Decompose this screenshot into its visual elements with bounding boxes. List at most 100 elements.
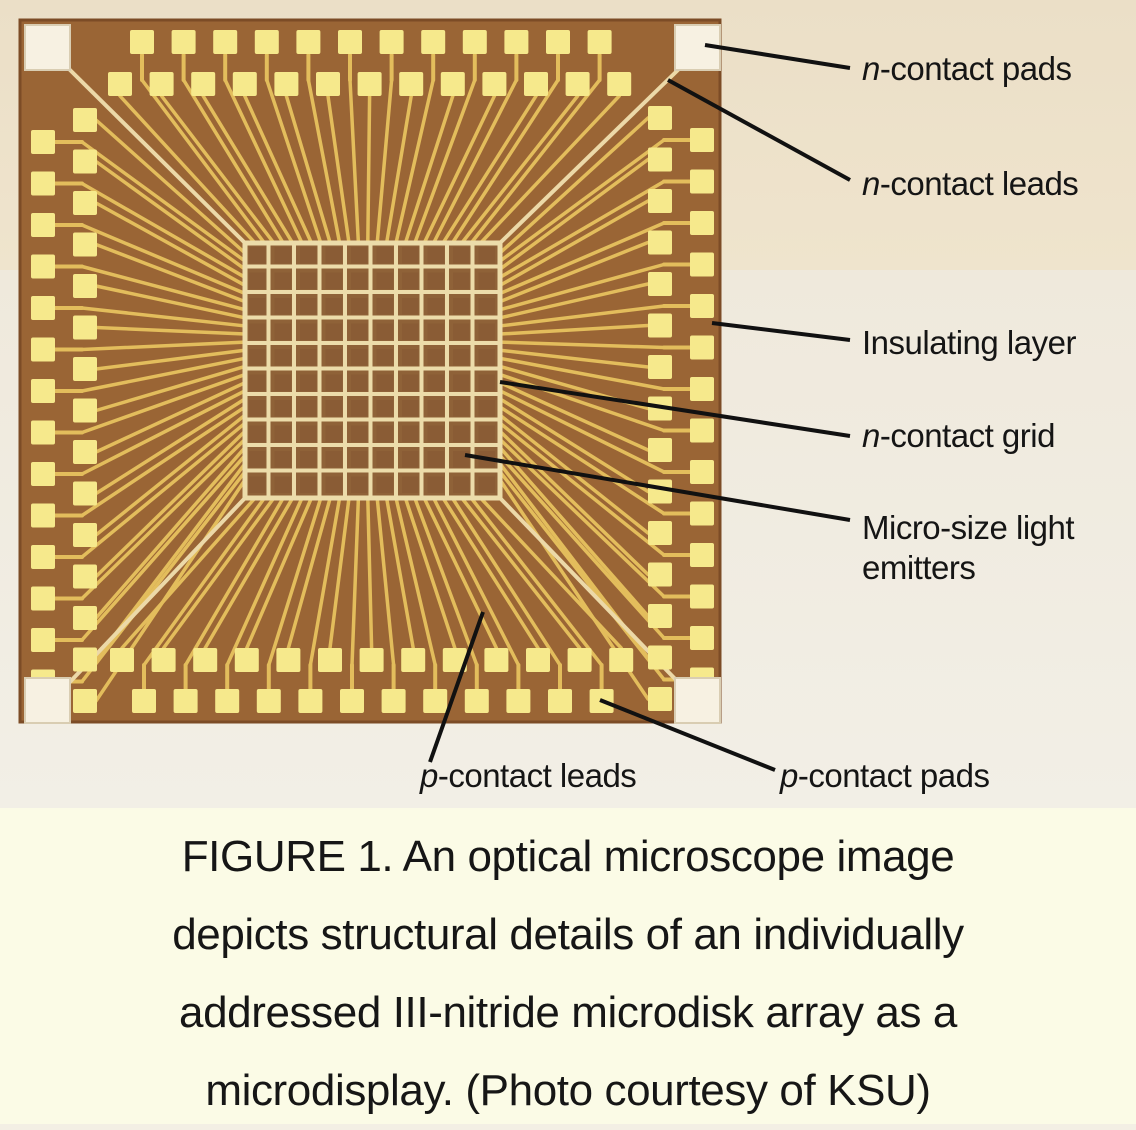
caption-line: FIGURE 1. An optical microscope image — [181, 832, 955, 881]
contact-pad — [31, 213, 55, 237]
micro-emitter — [274, 349, 291, 366]
micro-emitter — [325, 400, 342, 417]
contact-pad — [318, 648, 342, 672]
contact-pad — [504, 30, 529, 54]
contact-lead — [80, 372, 247, 435]
contact-lead — [94, 429, 247, 579]
contact-pad — [213, 30, 238, 54]
contact-lead — [245, 496, 314, 650]
contact-lead — [267, 496, 323, 667]
n-contact-pad — [24, 677, 71, 724]
contact-lead — [286, 496, 332, 650]
contact-pad — [379, 30, 404, 54]
contact-lead — [80, 470, 247, 684]
contact-pad — [31, 171, 55, 196]
contact-lead — [94, 348, 247, 371]
contact-lead — [94, 159, 247, 271]
contact-lead — [431, 496, 521, 667]
contact-lead — [498, 421, 666, 557]
contact-pad — [421, 30, 446, 54]
contact-pad — [31, 420, 55, 445]
caption-line: depicts structural details of an individ… — [172, 910, 964, 959]
micro-emitter — [376, 476, 393, 493]
contact-pad — [690, 377, 714, 401]
label-p-contact-leads: p-contact leads — [420, 757, 637, 794]
micro-emitter — [274, 247, 291, 264]
micro-emitter — [427, 298, 444, 315]
contact-pad — [340, 689, 364, 713]
contact-pad — [73, 606, 97, 630]
micro-emitter — [351, 298, 368, 315]
micro-emitter — [274, 374, 291, 391]
contact-pad — [31, 628, 55, 652]
contact-pad — [587, 30, 612, 54]
contact-pad — [648, 230, 672, 255]
contact-pad — [173, 689, 198, 713]
contact-lead — [498, 221, 666, 296]
contact-lead — [80, 223, 247, 296]
contact-pad — [546, 30, 570, 54]
micro-emitter — [427, 476, 444, 493]
micro-emitter — [325, 298, 342, 315]
contact-pad — [31, 545, 55, 569]
contact-pad — [31, 586, 55, 611]
contact-pad — [298, 689, 323, 713]
contact-lead — [460, 496, 582, 650]
micro-emitter — [249, 425, 266, 442]
micro-emitter — [402, 400, 419, 417]
contact-lead — [80, 453, 247, 642]
contact-pad — [690, 169, 714, 194]
contact-pad — [648, 106, 672, 130]
contact-pad — [423, 689, 448, 713]
micro-emitter — [427, 247, 444, 264]
contact-lead — [118, 94, 257, 245]
micro-emitter — [351, 374, 368, 391]
micro-emitter — [300, 323, 317, 340]
contact-lead — [375, 496, 396, 667]
contact-pad — [73, 689, 97, 713]
micro-emitter — [376, 400, 393, 417]
contact-lead — [201, 94, 295, 245]
micro-emitter — [300, 349, 317, 366]
contact-pad — [464, 689, 489, 713]
micro-emitter — [453, 247, 470, 264]
contact-lead — [94, 284, 247, 320]
contact-pad — [648, 604, 672, 628]
contact-lead — [498, 340, 666, 350]
contact-pad — [462, 30, 487, 54]
contact-pad — [193, 648, 218, 672]
contact-lead — [450, 496, 562, 667]
micro-emitter — [351, 272, 368, 289]
contact-pad — [316, 72, 340, 96]
contact-pad — [73, 440, 97, 464]
micro-emitter — [376, 247, 393, 264]
contact-lead — [80, 421, 247, 559]
micro-emitter — [402, 425, 419, 442]
micro-emitter — [249, 247, 266, 264]
micro-emitter — [351, 247, 368, 264]
contact-pad — [506, 689, 531, 713]
contact-lead — [94, 242, 247, 304]
micro-emitter — [274, 451, 291, 468]
micro-emitter — [478, 400, 495, 417]
micro-emitter — [376, 451, 393, 468]
micro-emitter — [274, 400, 291, 417]
contact-lead — [450, 78, 560, 245]
micro-emitter — [300, 272, 317, 289]
contact-lead — [384, 94, 413, 245]
contact-lead — [441, 94, 538, 245]
contact-pad — [132, 689, 156, 713]
n-contact-pad — [24, 24, 71, 71]
micro-emitter — [478, 476, 495, 493]
contact-pad — [648, 189, 672, 213]
contact-lead — [498, 138, 666, 263]
contact-lead — [498, 240, 650, 304]
contact-lead — [94, 413, 247, 537]
micro-emitter — [274, 323, 291, 340]
contact-pad — [690, 460, 714, 484]
micro-emitter — [325, 272, 342, 289]
contact-lead — [431, 78, 519, 245]
contact-lead — [441, 496, 540, 650]
contact-lead — [284, 94, 332, 245]
micro-emitter — [478, 298, 495, 315]
